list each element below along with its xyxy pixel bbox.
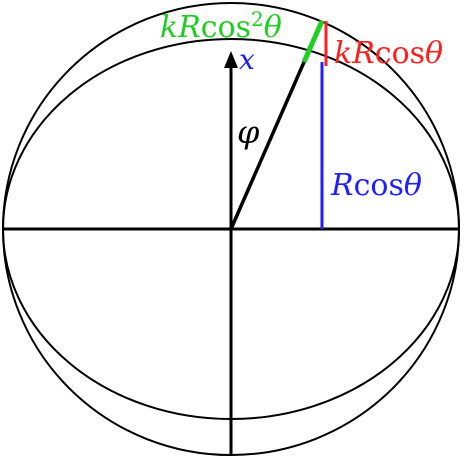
green-segment: [301, 19, 325, 64]
label-r-cos-theta-func: cos: [354, 168, 404, 203]
label-kr-cos2-theta-func: cos: [201, 10, 251, 45]
label-kr-cos2-theta: kRcos2θ: [160, 7, 282, 45]
label-kr-cos2-theta-r: R: [177, 10, 201, 45]
label-kr-cos2-theta-var: θ: [264, 10, 282, 45]
label-r-cos-theta-r: R: [330, 168, 354, 203]
axis-label-x: x: [239, 43, 255, 76]
label-kr-cos-theta-k: k: [334, 36, 352, 71]
label-r-cos-theta-var: θ: [404, 168, 422, 203]
label-r-cos-theta: Rcosθ: [330, 168, 422, 203]
label-kr-cos-theta: kRcosθ: [334, 36, 443, 71]
label-kr-cos2-theta-power: 2: [251, 7, 264, 31]
angle-label-phi: φ: [237, 113, 260, 151]
label-kr-cos2-theta-k: k: [160, 10, 178, 45]
label-kr-cos-theta-var: θ: [425, 36, 443, 71]
label-kr-cos-theta-r: R: [351, 36, 375, 71]
label-kr-cos-theta-func: cos: [375, 36, 425, 71]
x-axis-arrowhead: [224, 51, 238, 68]
